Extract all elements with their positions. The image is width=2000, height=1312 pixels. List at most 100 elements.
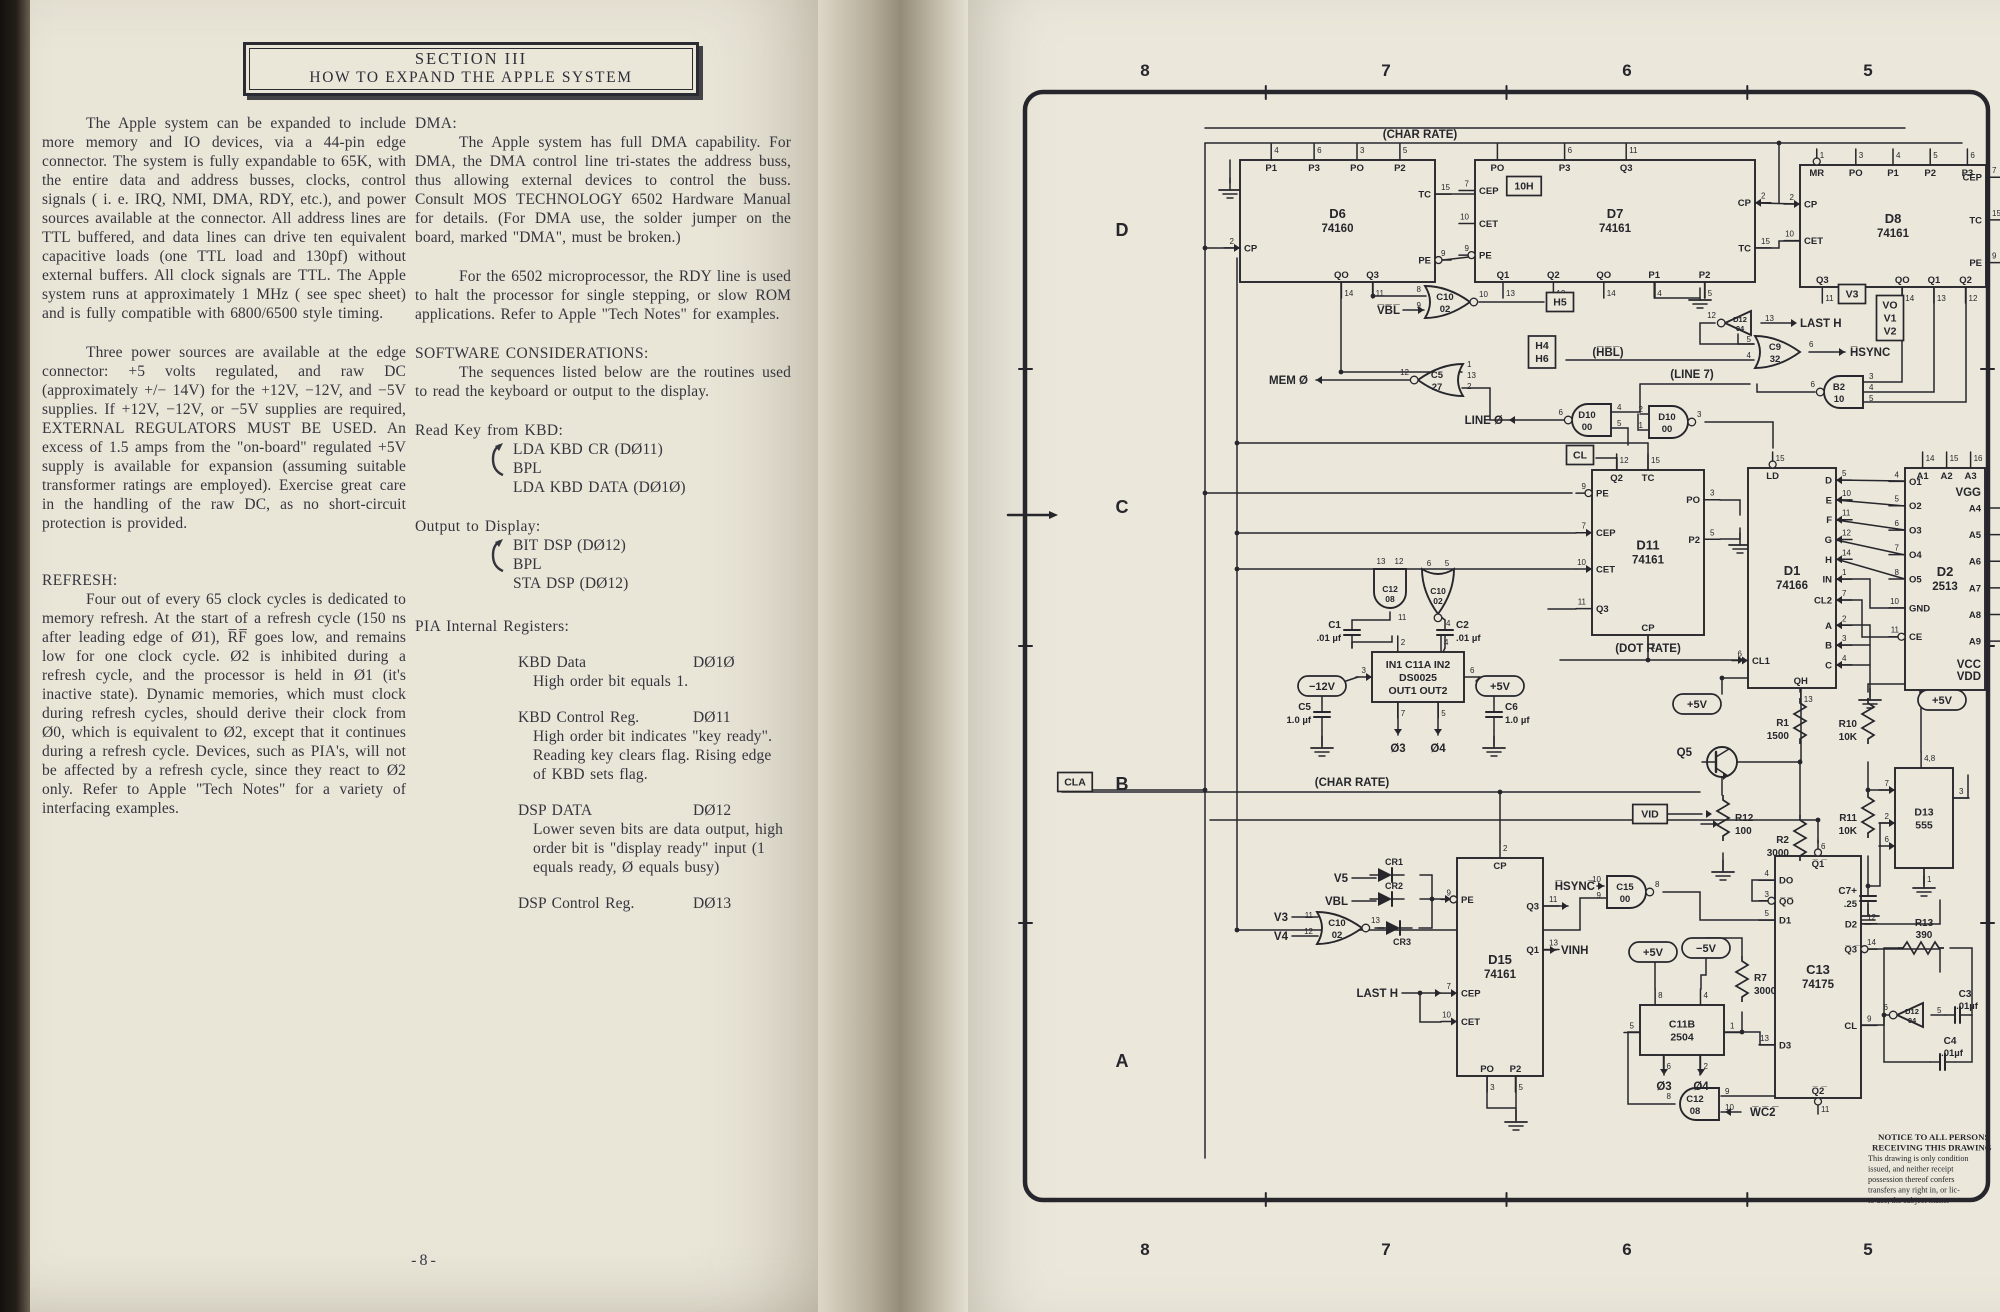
schematic-text: 6 — [1885, 835, 1890, 844]
schematic-text: D — [1116, 220, 1129, 240]
schematic-text: PE — [1969, 258, 1982, 269]
schematic-text: VDD — [1957, 671, 1981, 683]
schematic-text: 9 — [1992, 252, 1997, 261]
schematic-text: 74161 — [1632, 555, 1665, 567]
schematic-text: Q3 — [1596, 604, 1609, 615]
schematic-text: Ø4 — [1693, 1081, 1709, 1093]
schematic-text: O5 — [1909, 575, 1922, 586]
schematic-text: CR3 — [1393, 937, 1411, 947]
power-label: −12V — [1297, 675, 1347, 697]
schematic-text: CR2 — [1385, 881, 1403, 891]
schematic-text: V3 — [1846, 289, 1859, 301]
schematic-text: CL1 — [1752, 656, 1771, 667]
schematic-text: (DOT RATE) — [1615, 643, 1681, 655]
schematic-text: E — [1826, 495, 1832, 506]
schematic-text: 4 — [1657, 289, 1662, 298]
code-line: LDA KBD DATA (DØ1Ø) — [513, 479, 686, 496]
schematic-text: H4 — [1535, 340, 1549, 352]
schematic-text: +5V — [1687, 699, 1708, 711]
schematic-text: IN1 C11A IN2 — [1386, 659, 1451, 671]
schematic-text: 1 — [1820, 151, 1825, 160]
schematic-text: 6 — [1738, 650, 1743, 659]
paragraph-power: Three power sources are available at the… — [42, 344, 406, 532]
schematic-text: 10 — [1592, 875, 1601, 884]
schematic-text: 5 — [1630, 1022, 1635, 1031]
diode-cr3: CR3 — [1377, 920, 1413, 947]
schematic-text: 12 — [1969, 294, 1978, 303]
register-address: DØ13 — [693, 895, 732, 912]
schematic-text: 6 — [1427, 559, 1432, 568]
schematic-text: transfers any right in, or lic- — [1868, 1186, 1960, 1195]
capacitor-c3: C3.01µf — [1944, 989, 1979, 1024]
diode-cr1: CR1 — [1369, 857, 1405, 883]
schematic-text: 6 — [1622, 61, 1631, 80]
schematic-text: CET — [1804, 236, 1823, 247]
schematic-text: 12 — [1620, 456, 1629, 465]
schematic-text: P2 — [1924, 168, 1936, 179]
schematic-text: 12 — [1842, 529, 1851, 538]
schematic-text: A — [1116, 1051, 1129, 1071]
register-kbd-control: KBD Control Reg. DØ11 High order bit ind… — [415, 708, 791, 784]
schematic-text: 10K — [1839, 732, 1858, 743]
schematic-text: 4 — [1869, 383, 1874, 392]
section-title-box: SECTION III HOW TO EXPAND THE APPLE SYST… — [243, 42, 699, 96]
schematic-text: 14 — [1344, 289, 1353, 298]
schematic-text: Q2 — [1547, 270, 1560, 281]
schematic-text: CET — [1596, 565, 1615, 576]
schematic-text: TC — [1418, 190, 1431, 201]
schematic-text: C12 — [1382, 584, 1398, 594]
schematic-text: C7+ — [1838, 886, 1857, 897]
schematic-text: C1 — [1328, 620, 1341, 631]
schematic-text: Q̅2̅ — [1812, 1086, 1828, 1097]
schematic-text: 14 — [1842, 548, 1851, 557]
schematic-text: VBL — [1325, 896, 1348, 908]
schematic-text: .01µf — [1956, 1001, 1979, 1012]
schematic-text: 12 — [1400, 368, 1409, 377]
schematic-text: CEP — [1596, 528, 1616, 539]
schematic-text: C9 — [1769, 342, 1781, 353]
schematic-text: (CHAR RATE) — [1315, 777, 1390, 789]
schematic-text: 11 — [1629, 146, 1638, 155]
section-title-line2: HOW TO EXPAND THE APPLE SYSTEM — [309, 69, 633, 86]
schematic-text: 9 — [1465, 244, 1470, 253]
schematic-text: 8 — [1417, 285, 1422, 294]
schematic-text: 1 — [1927, 875, 1932, 884]
schematic-text: 15 — [1441, 183, 1450, 192]
register-address: DØ11 — [693, 709, 731, 726]
schematic-text: QH — [1794, 676, 1808, 687]
schematic-text: 14 — [1905, 294, 1914, 303]
schematic-text: Q2 — [1959, 275, 1972, 286]
schematic-text: O4 — [1909, 550, 1922, 561]
schematic-text: H — [1825, 555, 1832, 566]
schematic-text: P2 — [1699, 270, 1711, 281]
schematic-text: OUT1 OUT2 — [1389, 685, 1448, 697]
schematic-text: Ø3 — [1656, 1081, 1671, 1093]
diode-cr2: CR2 — [1369, 881, 1405, 907]
schematic-text: 11 — [1825, 294, 1834, 303]
schematic-text: MR — [1809, 168, 1824, 179]
schematic-text: 1 — [1730, 1022, 1735, 1031]
schematic-text: O2 — [1909, 501, 1922, 512]
schematic-text: CEP — [1479, 186, 1499, 197]
schematic-text: 74161 — [1484, 969, 1517, 981]
manual-left-page: SECTION III HOW TO EXPAND THE APPLE SYST… — [30, 0, 818, 1312]
signal-box: CL — [1565, 444, 1595, 466]
schematic-text: D8 — [1885, 211, 1902, 226]
schematic-text: QO — [1596, 270, 1611, 281]
paragraph-software: The sequences listed below are the routi… — [415, 364, 791, 400]
schematic-text: C10 — [1436, 292, 1453, 303]
schematic-text: V4 — [1274, 931, 1289, 943]
schematic-text: 12 — [1867, 913, 1876, 922]
schematic-text: 9 — [1597, 891, 1602, 900]
schematic-text: 2513 — [1932, 581, 1958, 593]
schematic-text: (CHAR RATE) — [1383, 129, 1458, 141]
schematic-text: This drawing is only condition — [1868, 1154, 1969, 1163]
